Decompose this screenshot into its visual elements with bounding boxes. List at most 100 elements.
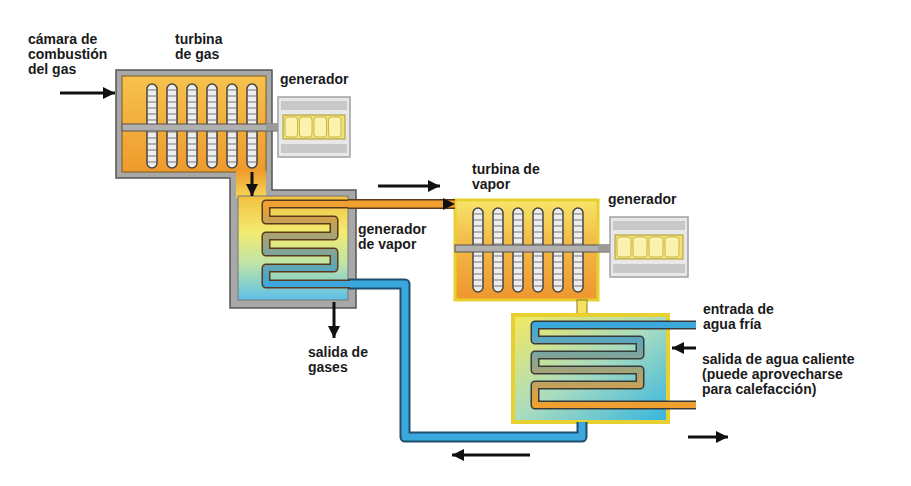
blade-tick: [494, 226, 502, 227]
blade-tick: [574, 220, 582, 221]
blade-tick: [188, 138, 196, 139]
blade-tick: [228, 150, 236, 151]
blade-tick: [554, 286, 562, 287]
blade-tick: [188, 108, 196, 109]
blade-tick: [168, 102, 176, 103]
pipe-outline: [348, 199, 455, 209]
blade-tick: [208, 120, 216, 121]
blade-tick: [168, 114, 176, 115]
blade-tick: [534, 232, 542, 233]
blade-tick: [148, 120, 156, 121]
blade-tick: [534, 244, 542, 245]
blade-tick: [168, 96, 176, 97]
blade-tick: [514, 286, 522, 287]
boiler-coil-outline: [266, 204, 350, 284]
blade-tick: [514, 226, 522, 227]
blade-tick: [188, 162, 196, 163]
blade-tick: [248, 96, 256, 97]
blade-tick: [474, 232, 482, 233]
blade-tick: [514, 256, 522, 257]
blade-tick: [148, 108, 156, 109]
blade-tick: [554, 214, 562, 215]
shaft: [122, 124, 278, 131]
blade-tick: [168, 156, 176, 157]
blade-tick: [574, 214, 582, 215]
blade-tick: [228, 156, 236, 157]
flow-label: salida de agua caliente (puede aprovecha…: [702, 352, 874, 397]
blade-tick: [188, 90, 196, 91]
blade-tick: [188, 150, 196, 151]
component-label: turbina de vapor: [472, 162, 556, 192]
flow-label: cámara de combustión del gas: [28, 32, 120, 77]
blade-tick: [554, 268, 562, 269]
blade-tick: [554, 232, 562, 233]
blade-tick: [188, 120, 196, 121]
steam-pipe: [348, 201, 455, 208]
outlet-arrow: [688, 436, 728, 439]
fuel-arrow: [60, 92, 115, 95]
blade-tick: [514, 232, 522, 233]
blade-tick: [574, 286, 582, 287]
blade-tick: [248, 102, 256, 103]
blade-tick: [188, 102, 196, 103]
blade-tick: [534, 286, 542, 287]
blade-tick: [494, 238, 502, 239]
blade-tick: [228, 120, 236, 121]
blade-tick: [514, 280, 522, 281]
component-label: generador: [608, 192, 676, 207]
blade-tick: [574, 238, 582, 239]
blade-tick: [168, 138, 176, 139]
blade-tick: [168, 108, 176, 109]
blade-tick: [554, 226, 562, 227]
blade-tick: [514, 238, 522, 239]
exhaust-arrow: [333, 302, 336, 338]
blade-tick: [574, 256, 582, 257]
blade-tick: [474, 280, 482, 281]
blade-tick: [514, 262, 522, 263]
flow-label: salida de gases: [308, 345, 388, 375]
blade-tick: [494, 214, 502, 215]
label-slot: cámara de combustión del gas: [28, 32, 120, 77]
blade-tick: [248, 132, 256, 133]
blade-tick: [474, 256, 482, 257]
blade-tick: [248, 162, 256, 163]
blade-tick: [228, 138, 236, 139]
blade-tick: [574, 280, 582, 281]
blade-tick: [554, 244, 562, 245]
turbine-blades: [122, 84, 688, 292]
blade-tick: [474, 286, 482, 287]
blade-tick: [188, 114, 196, 115]
blade-tick: [534, 226, 542, 227]
steam-flow-arrow: [378, 185, 440, 188]
blade-tick: [208, 150, 216, 151]
blade-tick: [148, 156, 156, 157]
blade-tick: [534, 280, 542, 281]
blade-tick: [534, 268, 542, 269]
blade-tick: [148, 102, 156, 103]
blade-tick: [574, 244, 582, 245]
blade-tick: [248, 90, 256, 91]
blade-tick: [554, 238, 562, 239]
return-flow-arrow: [452, 454, 530, 457]
blade-tick: [208, 114, 216, 115]
blade-tick: [574, 262, 582, 263]
blade-tick: [168, 144, 176, 145]
blade-tick: [248, 144, 256, 145]
blade-tick: [494, 274, 502, 275]
blade-tick: [148, 144, 156, 145]
shaft: [455, 245, 610, 252]
blade-tick: [574, 226, 582, 227]
blade-tick: [228, 108, 236, 109]
component-label: generador de vapor: [358, 222, 442, 252]
blade-tick: [494, 262, 502, 263]
component-label: turbina de gas: [175, 32, 239, 62]
blade-tick: [208, 144, 216, 145]
blade-tick: [534, 274, 542, 275]
blade-tick: [148, 162, 156, 163]
blade-tick: [474, 214, 482, 215]
plant-component: generador: [610, 217, 688, 277]
blade-tick: [248, 120, 256, 121]
plant-component: turbina de gas: [122, 76, 266, 172]
